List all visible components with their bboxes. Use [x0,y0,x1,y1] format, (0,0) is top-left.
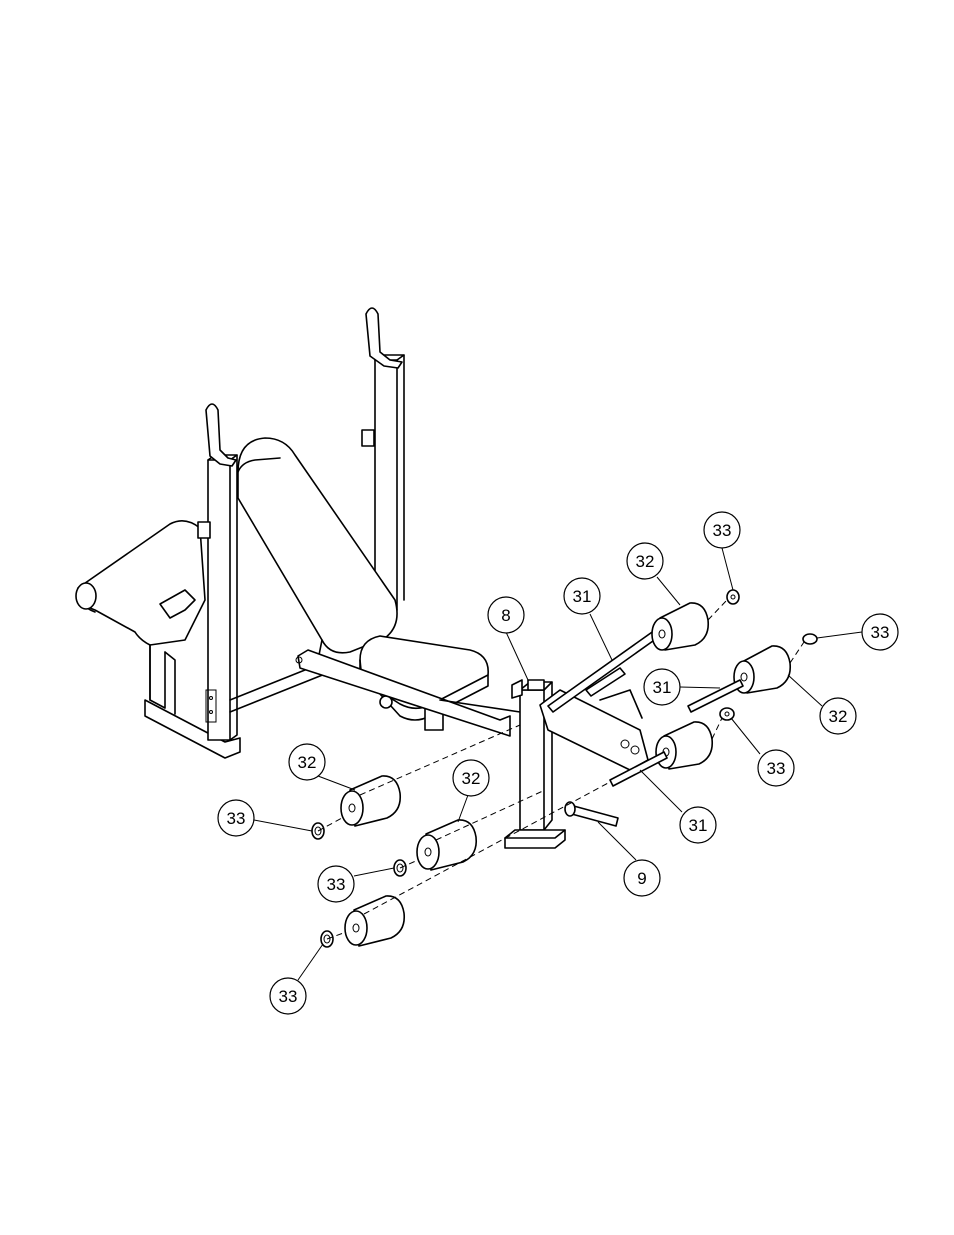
pull-pin [565,802,618,826]
callout-33-mid: 33 [758,750,794,786]
callout-label: 33 [871,623,890,642]
callout-label: 33 [767,759,786,778]
callout-label: 32 [298,753,317,772]
callout-label: 9 [637,869,646,888]
callout-8: 8 [488,597,524,633]
callout-31-top: 31 [564,578,600,614]
callout-33-bottom: 33 [270,978,306,1014]
callout-33-top: 33 [704,512,740,548]
callout-9: 9 [624,860,660,896]
callout-label: 32 [462,769,481,788]
callout-label: 31 [689,816,708,835]
spring-clip-right [803,634,817,644]
spring-clip-top [727,590,739,604]
callout-label: 31 [653,678,672,697]
roller-tube-right [688,680,743,712]
callout-label: 32 [829,707,848,726]
callout-33-center: 33 [318,866,354,902]
roller-pad-lower-right [656,722,712,769]
callout-label: 32 [636,552,655,571]
callout-label: 8 [501,606,510,625]
callout-33-left: 33 [218,800,254,836]
roller-pad-center [417,820,476,870]
callout-31-right: 31 [644,669,680,705]
callout-32-center: 32 [453,760,489,796]
callout-label: 31 [573,587,592,606]
callout-label: 33 [227,809,246,828]
roller-pad-upper [652,603,708,650]
callout-33-right: 33 [862,614,898,650]
callout-32-left: 32 [289,744,325,780]
preacher-curl-pad [76,521,205,700]
roller-pad-left [341,776,400,826]
callout-32-top: 32 [627,543,663,579]
incline-back-pad [238,438,397,660]
callout-32-right: 32 [820,698,856,734]
callout-label: 33 [327,875,346,894]
callout-label: 33 [279,987,298,1006]
callout-31-lower: 31 [680,807,716,843]
callout-label: 33 [713,521,732,540]
roller-pad-bottom [345,896,404,946]
